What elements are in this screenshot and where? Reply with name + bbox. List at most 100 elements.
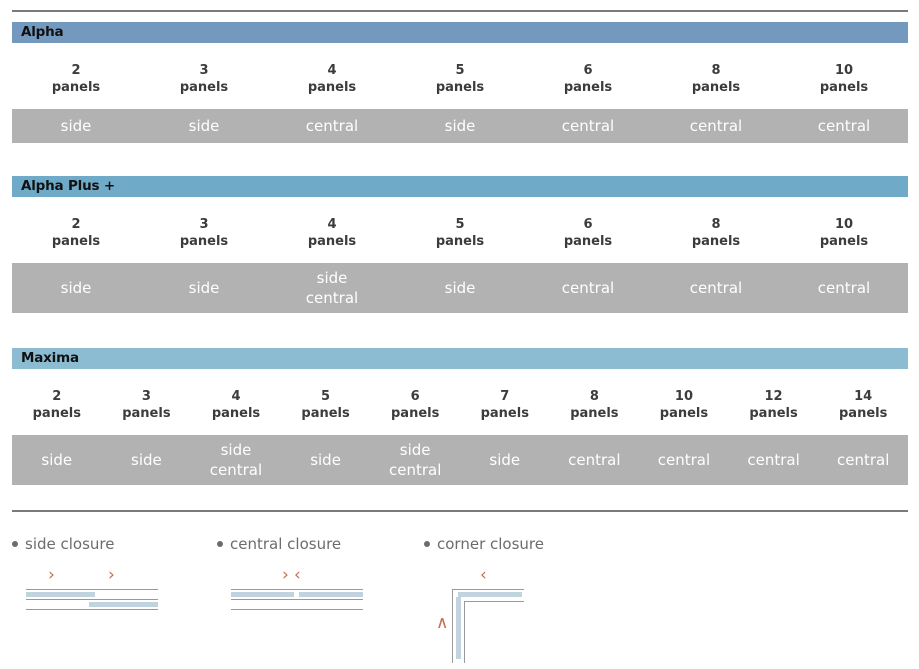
panel-count-number: 5 [455, 217, 465, 232]
panel-count-unit: panels [307, 234, 357, 249]
panel-count-number: 12 [764, 389, 783, 404]
bottom-divider-rule [12, 510, 908, 512]
panel-count-number: 10 [674, 389, 693, 404]
panel-count-cell: 10 panels [639, 369, 729, 435]
closure-type-cell: central [780, 109, 908, 143]
panel-count-cell: 3 panels [102, 369, 192, 435]
panel-count-number: 6 [410, 389, 420, 404]
panel-count-unit: panels [749, 406, 798, 421]
closure-type-label: central [209, 461, 263, 479]
panel-count-unit: panels [563, 80, 613, 95]
section-alpha-plus: Alpha Plus + 2 panels 3 panels 4 panels … [12, 176, 908, 313]
panel-count-unit: panels [691, 80, 741, 95]
panel-count-unit: panels [435, 234, 485, 249]
panel-count-number: 4 [231, 389, 241, 404]
panel-count-number: 3 [199, 217, 209, 232]
table-row-counts-maxima: 2 panels 3 panels 4 panels 5 panels 6 [12, 369, 908, 435]
section-title-maxima: Maxima [21, 350, 79, 366]
closure-type-cell: side [140, 109, 268, 143]
closure-type-cell: side [12, 263, 140, 313]
closure-type-cell: side [396, 263, 524, 313]
closure-type-label: central [689, 117, 743, 135]
table-row-counts-alpha: 2 panels 3 panels 4 panels 5 panels 6 [12, 43, 908, 109]
panel-count-cell: 2 panels [12, 369, 102, 435]
panel-count-unit: panels [563, 234, 613, 249]
panel-count-unit: panels [211, 406, 261, 421]
closure-type-label: side [489, 451, 521, 469]
panel-outline-line [26, 589, 158, 590]
panel-count-number: 14 [854, 389, 873, 404]
panel-count-cell: 6 panels [524, 43, 652, 109]
closure-type-label: side [316, 269, 348, 287]
panel-count-unit: panels [480, 406, 529, 421]
panel-count-number: 6 [583, 63, 593, 78]
closure-type-cell: central [639, 435, 729, 485]
panel-count-number: 5 [455, 63, 465, 78]
chevron-left-icon: ‹ [480, 565, 487, 585]
panel-count-number: 3 [199, 63, 209, 78]
closure-type-cell: central [550, 435, 640, 485]
diagram-central-closure: › ‹ [217, 567, 367, 627]
panel-count-unit: panels [570, 406, 619, 421]
panel-count-unit: panels [691, 234, 741, 249]
closure-type-label: central [657, 451, 711, 469]
panel-outline-line [452, 589, 524, 590]
closure-type-label: central [561, 279, 615, 297]
panel-count-unit: panels [32, 406, 81, 421]
panel-count-unit: panels [819, 80, 869, 95]
panel-count-cell: 6 panels [370, 369, 460, 435]
closure-type-cell: central [729, 435, 819, 485]
panel-count-number: 8 [711, 217, 721, 232]
section-maxima: Maxima 2 panels 3 panels 4 panels 5 pan [12, 348, 908, 485]
panel-count-cell: 5 panels [281, 369, 371, 435]
panel-fill-bar [456, 597, 461, 659]
panel-count-unit: panels [839, 406, 888, 421]
panel-fill-bar [231, 592, 294, 597]
panel-count-number: 6 [583, 217, 593, 232]
panel-count-cell: 14 panels [818, 369, 908, 435]
closure-type-label: central [817, 117, 871, 135]
panel-outline-line [231, 609, 363, 610]
table-row-closure-types-alpha: side side central side central central [12, 109, 908, 143]
panel-count-cell: 7 panels [460, 369, 550, 435]
panel-count-unit: panels [301, 406, 350, 421]
panel-count-number: 3 [141, 389, 151, 404]
table-row-closure-types-maxima: side side side central side side central [12, 435, 908, 485]
closure-type-label: central [568, 451, 621, 469]
closure-type-label: central [388, 461, 442, 479]
chevron-right-icon: › [48, 565, 55, 585]
closure-type-label: central [561, 117, 615, 135]
closure-type-label: central [747, 451, 800, 469]
legend-label-central: central closure [230, 535, 342, 553]
closure-type-cell: side [12, 109, 140, 143]
panel-count-cell: 4 panels [268, 197, 396, 263]
closure-type-cell: side [281, 435, 371, 485]
legend-label-row-side: side closure [12, 535, 162, 553]
panel-fill-bar [458, 592, 522, 597]
diagram-corner-closure: ‹ ∧ [424, 567, 544, 663]
closure-type-cell: central [818, 435, 908, 485]
panel-count-unit: panels [179, 234, 229, 249]
panel-outline-line [26, 609, 158, 610]
panel-outline-line [464, 601, 465, 663]
closure-type-label: side [399, 441, 431, 459]
table-row-closure-types-alpha-plus: side side side central side central cent… [12, 263, 908, 313]
chevron-right-icon: › [282, 565, 289, 585]
panel-count-unit: panels [51, 234, 101, 249]
panel-count-cell: 3 panels [140, 197, 268, 263]
top-divider-rule [12, 10, 908, 12]
closure-type-cell: side central [268, 263, 396, 313]
panel-fill-bar [299, 592, 363, 597]
closure-type-label: central [689, 279, 743, 297]
closure-type-cell: side central [191, 435, 281, 485]
panel-count-cell: 6 panels [524, 197, 652, 263]
section-title-alpha-plus: Alpha Plus + [21, 178, 115, 194]
table-row-counts-alpha-plus: 2 panels 3 panels 4 panels 5 panels 6 [12, 197, 908, 263]
table-alpha: 2 panels 3 panels 4 panels 5 panels 6 [12, 43, 908, 143]
closure-type-label: side [444, 279, 476, 297]
panel-outline-line [231, 589, 363, 590]
section-header-alpha: Alpha [12, 22, 908, 43]
chevron-left-icon: ‹ [294, 565, 301, 585]
closure-type-label: side [188, 117, 220, 135]
panel-count-unit: panels [179, 80, 229, 95]
